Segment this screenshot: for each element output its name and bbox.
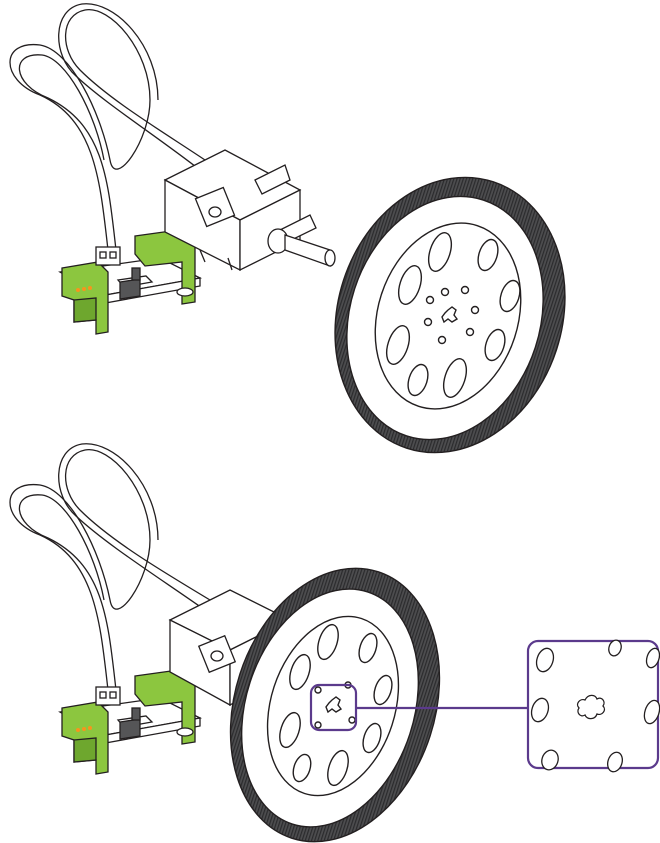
switch-board-icon [60, 670, 200, 774]
scene-bottom [10, 444, 660, 843]
wheel-icon [300, 147, 600, 483]
scene-top [10, 4, 600, 483]
switch-board-icon [60, 230, 200, 334]
axle-hole-magnified [528, 639, 660, 774]
wheel-icon [197, 541, 474, 843]
